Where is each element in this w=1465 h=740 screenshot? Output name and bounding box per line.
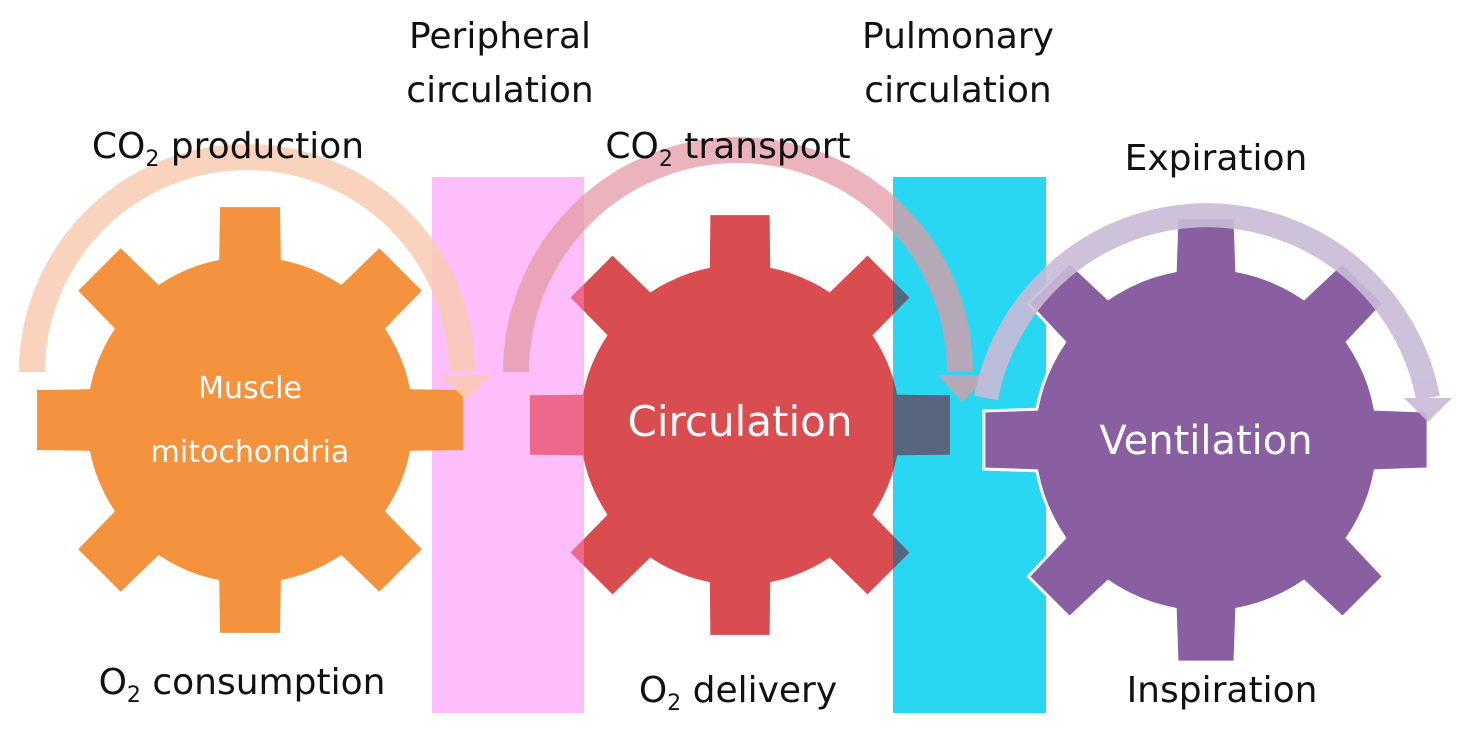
pulmonary-overlap xyxy=(893,281,950,569)
muscle-gear-label-line2: mitochondria xyxy=(151,435,350,470)
o2-delivery-label: O2 delivery xyxy=(639,670,837,716)
peripheral-overlap xyxy=(530,284,584,566)
peripheral-label-line2: circulation xyxy=(406,70,593,111)
expiration-label: Expiration xyxy=(1125,138,1308,179)
muscle-mitochondria-gear xyxy=(37,207,463,633)
o2-consumption-label: O2 consumption xyxy=(99,662,386,708)
ventilation-arrow xyxy=(974,203,1452,422)
peripheral-label-line1: Peripheral xyxy=(409,16,591,57)
circulation-arrow xyxy=(503,137,990,402)
pulmonary-label-line2: circulation xyxy=(864,70,1051,111)
pulmonary-label-line1: Pulmonary xyxy=(862,16,1054,57)
inspiration-label: Inspiration xyxy=(1127,670,1318,711)
ventilation-gear-label: Ventilation xyxy=(1099,418,1312,464)
co2-transport-label: CO2 transport xyxy=(605,126,850,172)
circulation-gear xyxy=(530,215,950,635)
muscle-arrow xyxy=(19,144,492,400)
muscle-gear-label-line1: Muscle xyxy=(198,371,302,406)
ventilation-gear xyxy=(982,216,1430,664)
circulation-gear-label: Circulation xyxy=(628,397,853,446)
co2-production-label: CO2 production xyxy=(92,126,364,172)
